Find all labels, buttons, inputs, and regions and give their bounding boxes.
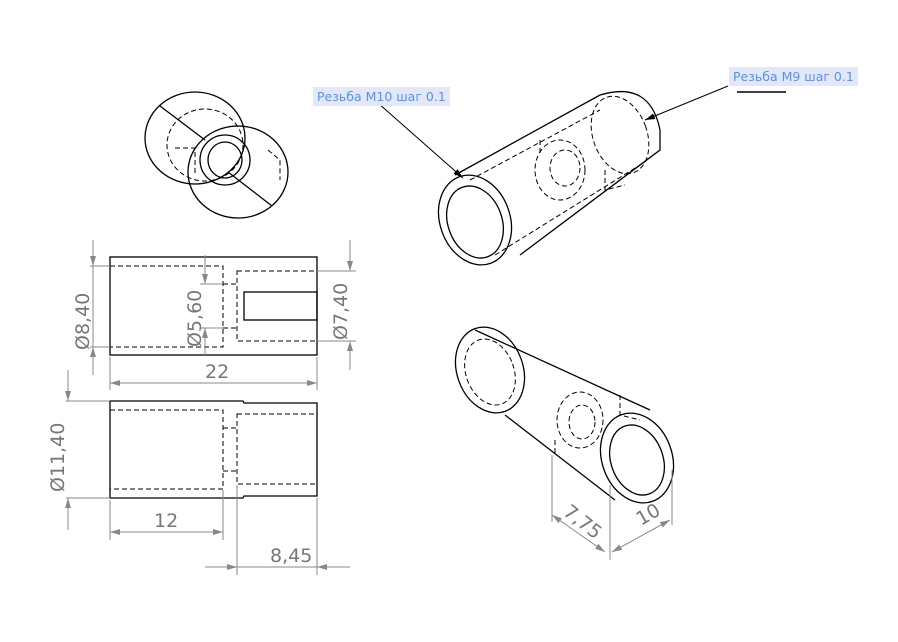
dim-length-22: 22 [205,361,229,383]
dim-dia-11-40: Ø11,40 [47,423,69,492]
dim-length-12: 12 [154,510,178,532]
iso-view-small [144,91,289,219]
dim-dia-7-40: Ø7,40 [330,283,352,340]
dim-iso-7-75: 7,75 [559,500,606,543]
thread-note-m9[interactable]: Резьба M9 шаг 0.1 [729,67,858,86]
front-view: Ø11,40 12 8,45 [47,370,350,575]
dim-dia-8-40: Ø8,40 [72,293,94,350]
dim-length-8-45: 8,45 [270,545,312,567]
thread-note-m10[interactable]: Резьба M10 шаг 0.1 [313,87,450,106]
dim-dia-5-60: Ø5,60 [184,290,206,347]
iso-view-top [377,85,786,266]
top-view: Ø8,40 Ø5,60 Ø7,40 22 [72,240,356,390]
iso-view-bottom: 7,75 10 [454,326,675,560]
